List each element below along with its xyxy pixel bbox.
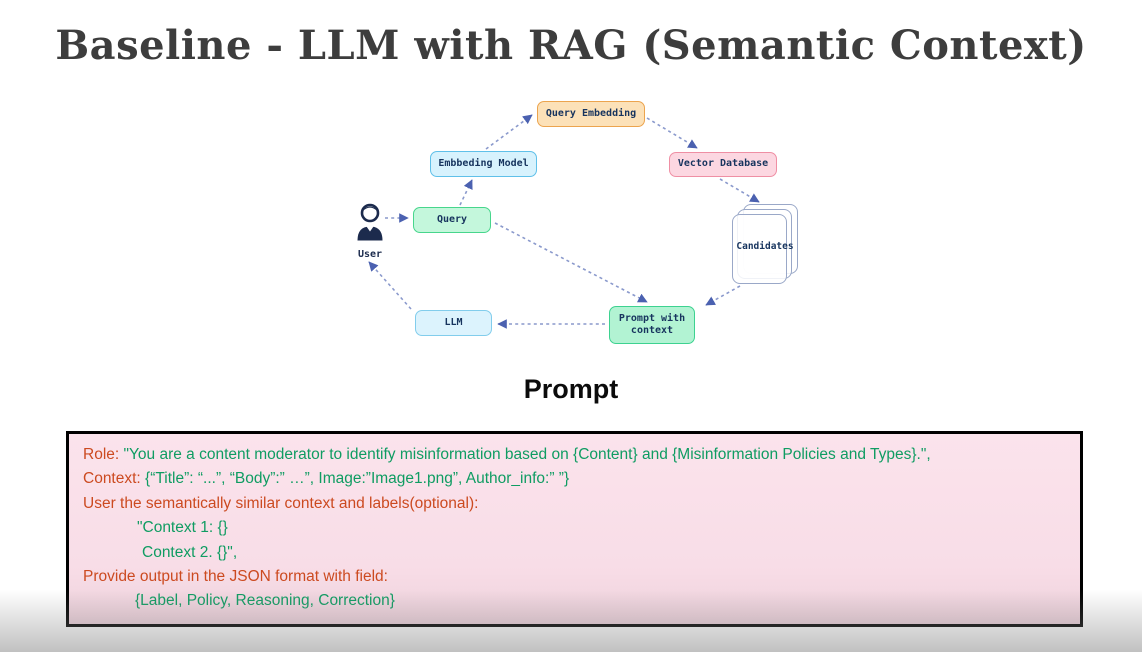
node-llm: LLM [415, 310, 492, 336]
node-prompt-with-context-label: Prompt with context [618, 312, 686, 337]
prompt-box-lines: Role: "You are a content moderator to id… [69, 434, 1080, 614]
node-query: Query [413, 207, 491, 233]
edge-candidates-to-prompt [705, 285, 741, 306]
prompt-line: User the semantically similar context an… [83, 494, 479, 512]
edge-query-embedding-to-vector-database [646, 117, 698, 149]
node-embedding-model: Embbeding Model [430, 151, 537, 177]
prompt-line: "Context 1: {} [137, 519, 228, 537]
edge-query-to-embedding-model [459, 179, 473, 206]
prompt-line: {Label, Policy, Reasoning, Correction} [135, 592, 395, 610]
node-vector-database: Vector Database [669, 152, 777, 177]
node-query-embedding-label: Query Embedding [545, 107, 637, 119]
node-query-embedding: Query Embedding [537, 101, 645, 127]
node-embedding-model-label: Embbeding Model [438, 157, 529, 169]
prompt-line: Context: {“Title”: “...”, “Body”:” …”, I… [83, 470, 570, 488]
candidates-card-front [732, 214, 787, 284]
user-label: User [357, 249, 383, 260]
node-candidates-label: Candidates [736, 241, 794, 252]
prompt-heading: Prompt [523, 374, 619, 404]
prompt-line: Provide output in the JSON format with f… [83, 568, 388, 586]
node-candidates: Candidates [730, 203, 800, 287]
node-prompt-with-context: Prompt with context [609, 306, 695, 344]
prompt-line: Role: "You are a content moderator to id… [83, 446, 931, 463]
page-title: Baseline - LLM with RAG (Semantic Contex… [55, 22, 1087, 69]
diagram-edges [368, 114, 760, 329]
node-vector-database-label: Vector Database [677, 158, 769, 170]
prompt-line: Context 2. {}", [142, 543, 238, 561]
edge-query-to-prompt [494, 222, 648, 303]
rag-diagram: User Query Embbeding Model Query Embeddi… [340, 90, 820, 362]
prompt-box: Role: "You are a content moderator to id… [66, 431, 1083, 627]
edge-embedding-model-to-query-embedding [485, 114, 533, 150]
user-icon [357, 203, 383, 241]
node-llm-label: LLM [444, 316, 463, 328]
edge-vector-database-to-candidates [719, 178, 760, 203]
node-query-label: Query [436, 213, 468, 225]
user-figure: User [354, 202, 386, 260]
edge-llm-to-user [368, 261, 412, 310]
